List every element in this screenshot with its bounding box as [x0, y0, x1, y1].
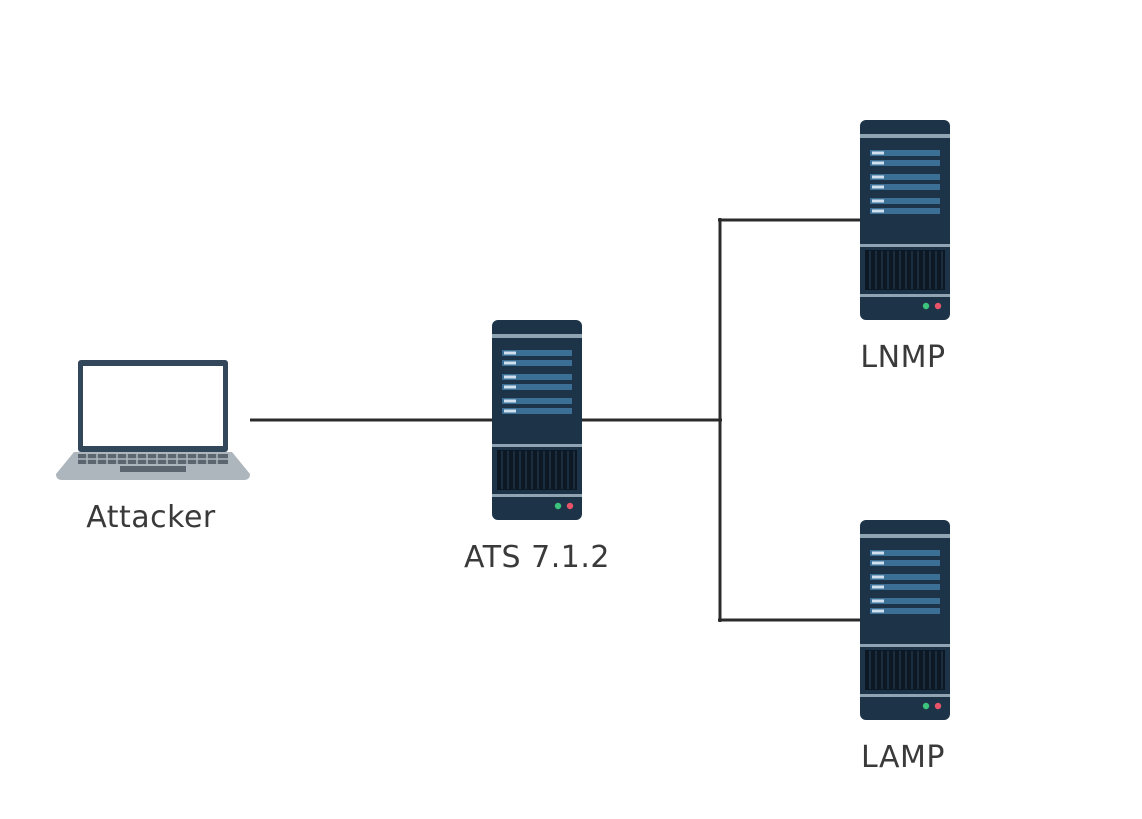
connection-lines [250, 218, 862, 622]
ats-label: ATS 7.1.2 [464, 540, 610, 575]
server-icon-lamp [859, 519, 951, 721]
server-icon-ats [491, 319, 583, 521]
attacker-label: Attacker [86, 500, 216, 535]
server-icon-lnmp [859, 119, 951, 321]
laptop-icon [56, 360, 250, 480]
lnmp-label: LNMP [860, 340, 946, 375]
lamp-label: LAMP [861, 740, 945, 775]
